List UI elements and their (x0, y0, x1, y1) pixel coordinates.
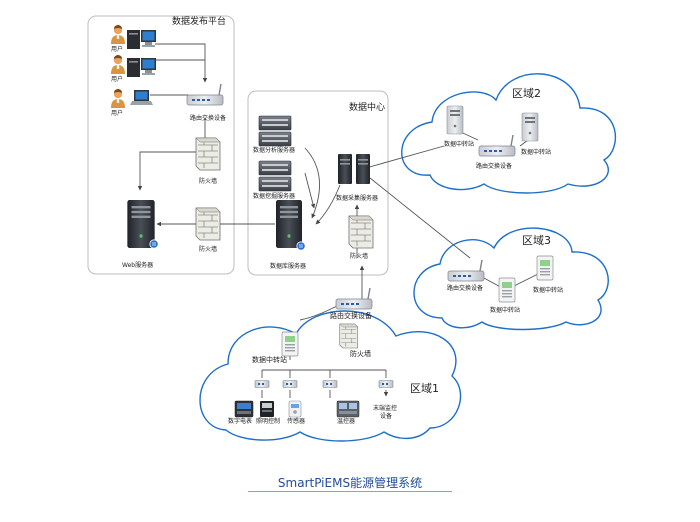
db-server-label: 数据库服务器 (270, 262, 306, 270)
region1-relay (281, 331, 299, 357)
region3-relay-a-label: 数据中转站 (490, 306, 520, 314)
db-server (276, 200, 306, 251)
region3-relay-a (498, 277, 516, 303)
lighting-label: 照明控制 (256, 417, 280, 425)
switch-terminal (378, 380, 394, 388)
lighting-controller (260, 401, 274, 417)
datacenter-firewall (348, 215, 374, 249)
region1-firewall-label: 防火墙 (350, 349, 371, 358)
region1-router-label: 路由交换设备 (330, 311, 372, 320)
region2-relay-b-label: 数据中转站 (521, 148, 551, 156)
datacenter-title: 数据中心 (349, 101, 385, 113)
mining-server-label: 数据挖掘服务器 (253, 192, 295, 200)
sensor-label: 传感器 (287, 417, 305, 425)
region2-relay-b (521, 112, 539, 142)
terminal-label-line1: 末端监控 (373, 404, 397, 412)
collect-server (338, 154, 370, 184)
web-server (127, 200, 159, 249)
region3-relay-b (536, 255, 554, 281)
middle-firewall-label: 防火墙 (199, 245, 217, 253)
switch-meter (254, 380, 270, 388)
region1-relay-label: 数据中转站 (252, 355, 287, 364)
datacenter-firewall-label: 防火墙 (350, 252, 368, 260)
region2-title: 区域2 (512, 87, 541, 100)
region2-relay-a-label: 数据中转站 (444, 140, 474, 148)
thermostat-device (336, 400, 360, 418)
web-server-label: Web服务器 (122, 261, 153, 269)
terminal-label-line2: 设备 (380, 412, 392, 420)
collect-server-label: 数据采集服务器 (336, 194, 378, 202)
region1-firewall (339, 323, 359, 349)
footer-title: SmartPiEMS能源管理系统 (277, 476, 423, 490)
publish-platform-title: 数据发布平台 (172, 15, 226, 27)
switch-thermostat (322, 380, 338, 388)
region3-title: 区域3 (522, 234, 551, 247)
region1-router (335, 287, 373, 310)
publish-router-label: 路由交换设备 (190, 114, 226, 122)
user-label-1: 用户 (111, 45, 123, 53)
publish-firewall-label: 防火墙 (199, 177, 217, 185)
region1-title: 区域1 (410, 382, 439, 395)
region2-router-label: 路由交换设备 (476, 162, 512, 170)
middle-firewall (195, 207, 221, 241)
region3-router-label: 路由交换设备 (447, 284, 483, 292)
labels: 数据发布平台 用户 用户 用户 路由交换设备 防火墙 防火墙 Web服务器 数据… (111, 15, 563, 425)
digital-meter (234, 400, 254, 418)
thermostat-label: 温控器 (337, 417, 355, 425)
user-label-3: 用户 (111, 109, 123, 117)
region2-relay-a (446, 105, 464, 135)
region3-relay-b-label: 数据中转站 (533, 286, 563, 294)
meter-label: 数字电表 (228, 417, 252, 425)
publish-firewall (195, 137, 221, 171)
sensor-device (288, 400, 302, 418)
user-label-2: 用户 (111, 75, 123, 83)
analysis-server-label: 数据分析服务器 (253, 146, 295, 154)
footer-underline (248, 491, 452, 492)
cloud-region2 (401, 73, 617, 194)
switch-sensor (282, 380, 298, 388)
